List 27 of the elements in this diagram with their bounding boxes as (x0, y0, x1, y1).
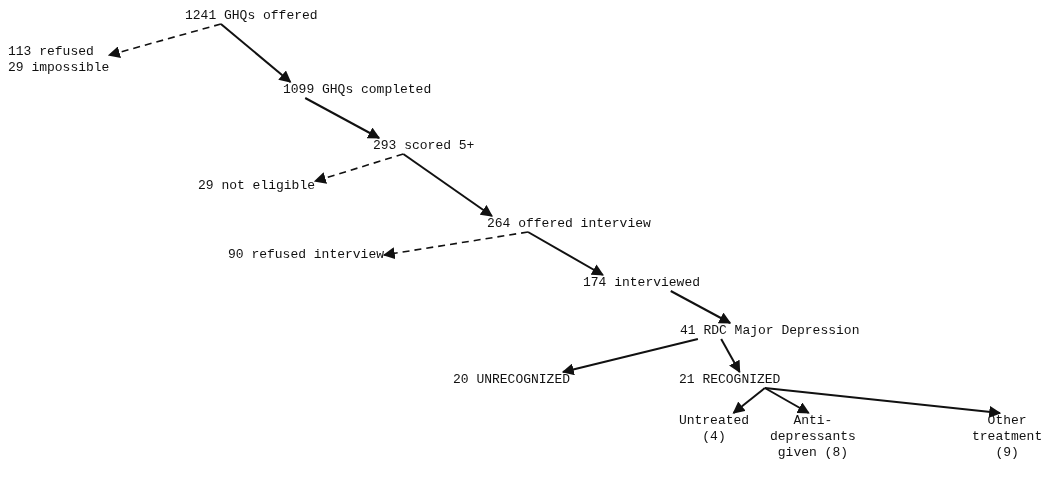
node-label: 41 RDC Major Depression (680, 323, 860, 339)
node-label: 20 UNRECOGNIZED (453, 372, 571, 388)
node-label: 113 refused 29 impossible (8, 44, 110, 76)
node-label: 29 not eligible (198, 178, 316, 194)
node-label: 1099 GHQs completed (283, 82, 432, 98)
arrow (402, 153, 493, 217)
node-label: 174 interviewed (583, 275, 701, 291)
arrow (219, 23, 292, 83)
node-label: 264 offered interview (487, 216, 651, 232)
node-label: Anti- depressants given (8) (770, 413, 856, 461)
arrow (527, 231, 604, 276)
node-label: 293 scored 5+ (373, 138, 475, 154)
arrow (763, 387, 810, 414)
node-label: Other treatment (9) (972, 413, 1043, 461)
node-label: 90 refused interview (228, 247, 385, 263)
arrow (107, 23, 222, 59)
node-label: 1241 GHQs offered (185, 8, 318, 24)
node-label: 21 RECOGNIZED (679, 372, 781, 388)
arrow (313, 153, 405, 184)
arrow (732, 387, 766, 414)
arrow (561, 338, 699, 376)
arrow (382, 231, 529, 260)
arrow (720, 338, 741, 374)
arrow (304, 97, 381, 139)
node-label: Untreated (4) (675, 413, 753, 445)
arrow (669, 290, 732, 324)
arrow (763, 387, 1002, 418)
